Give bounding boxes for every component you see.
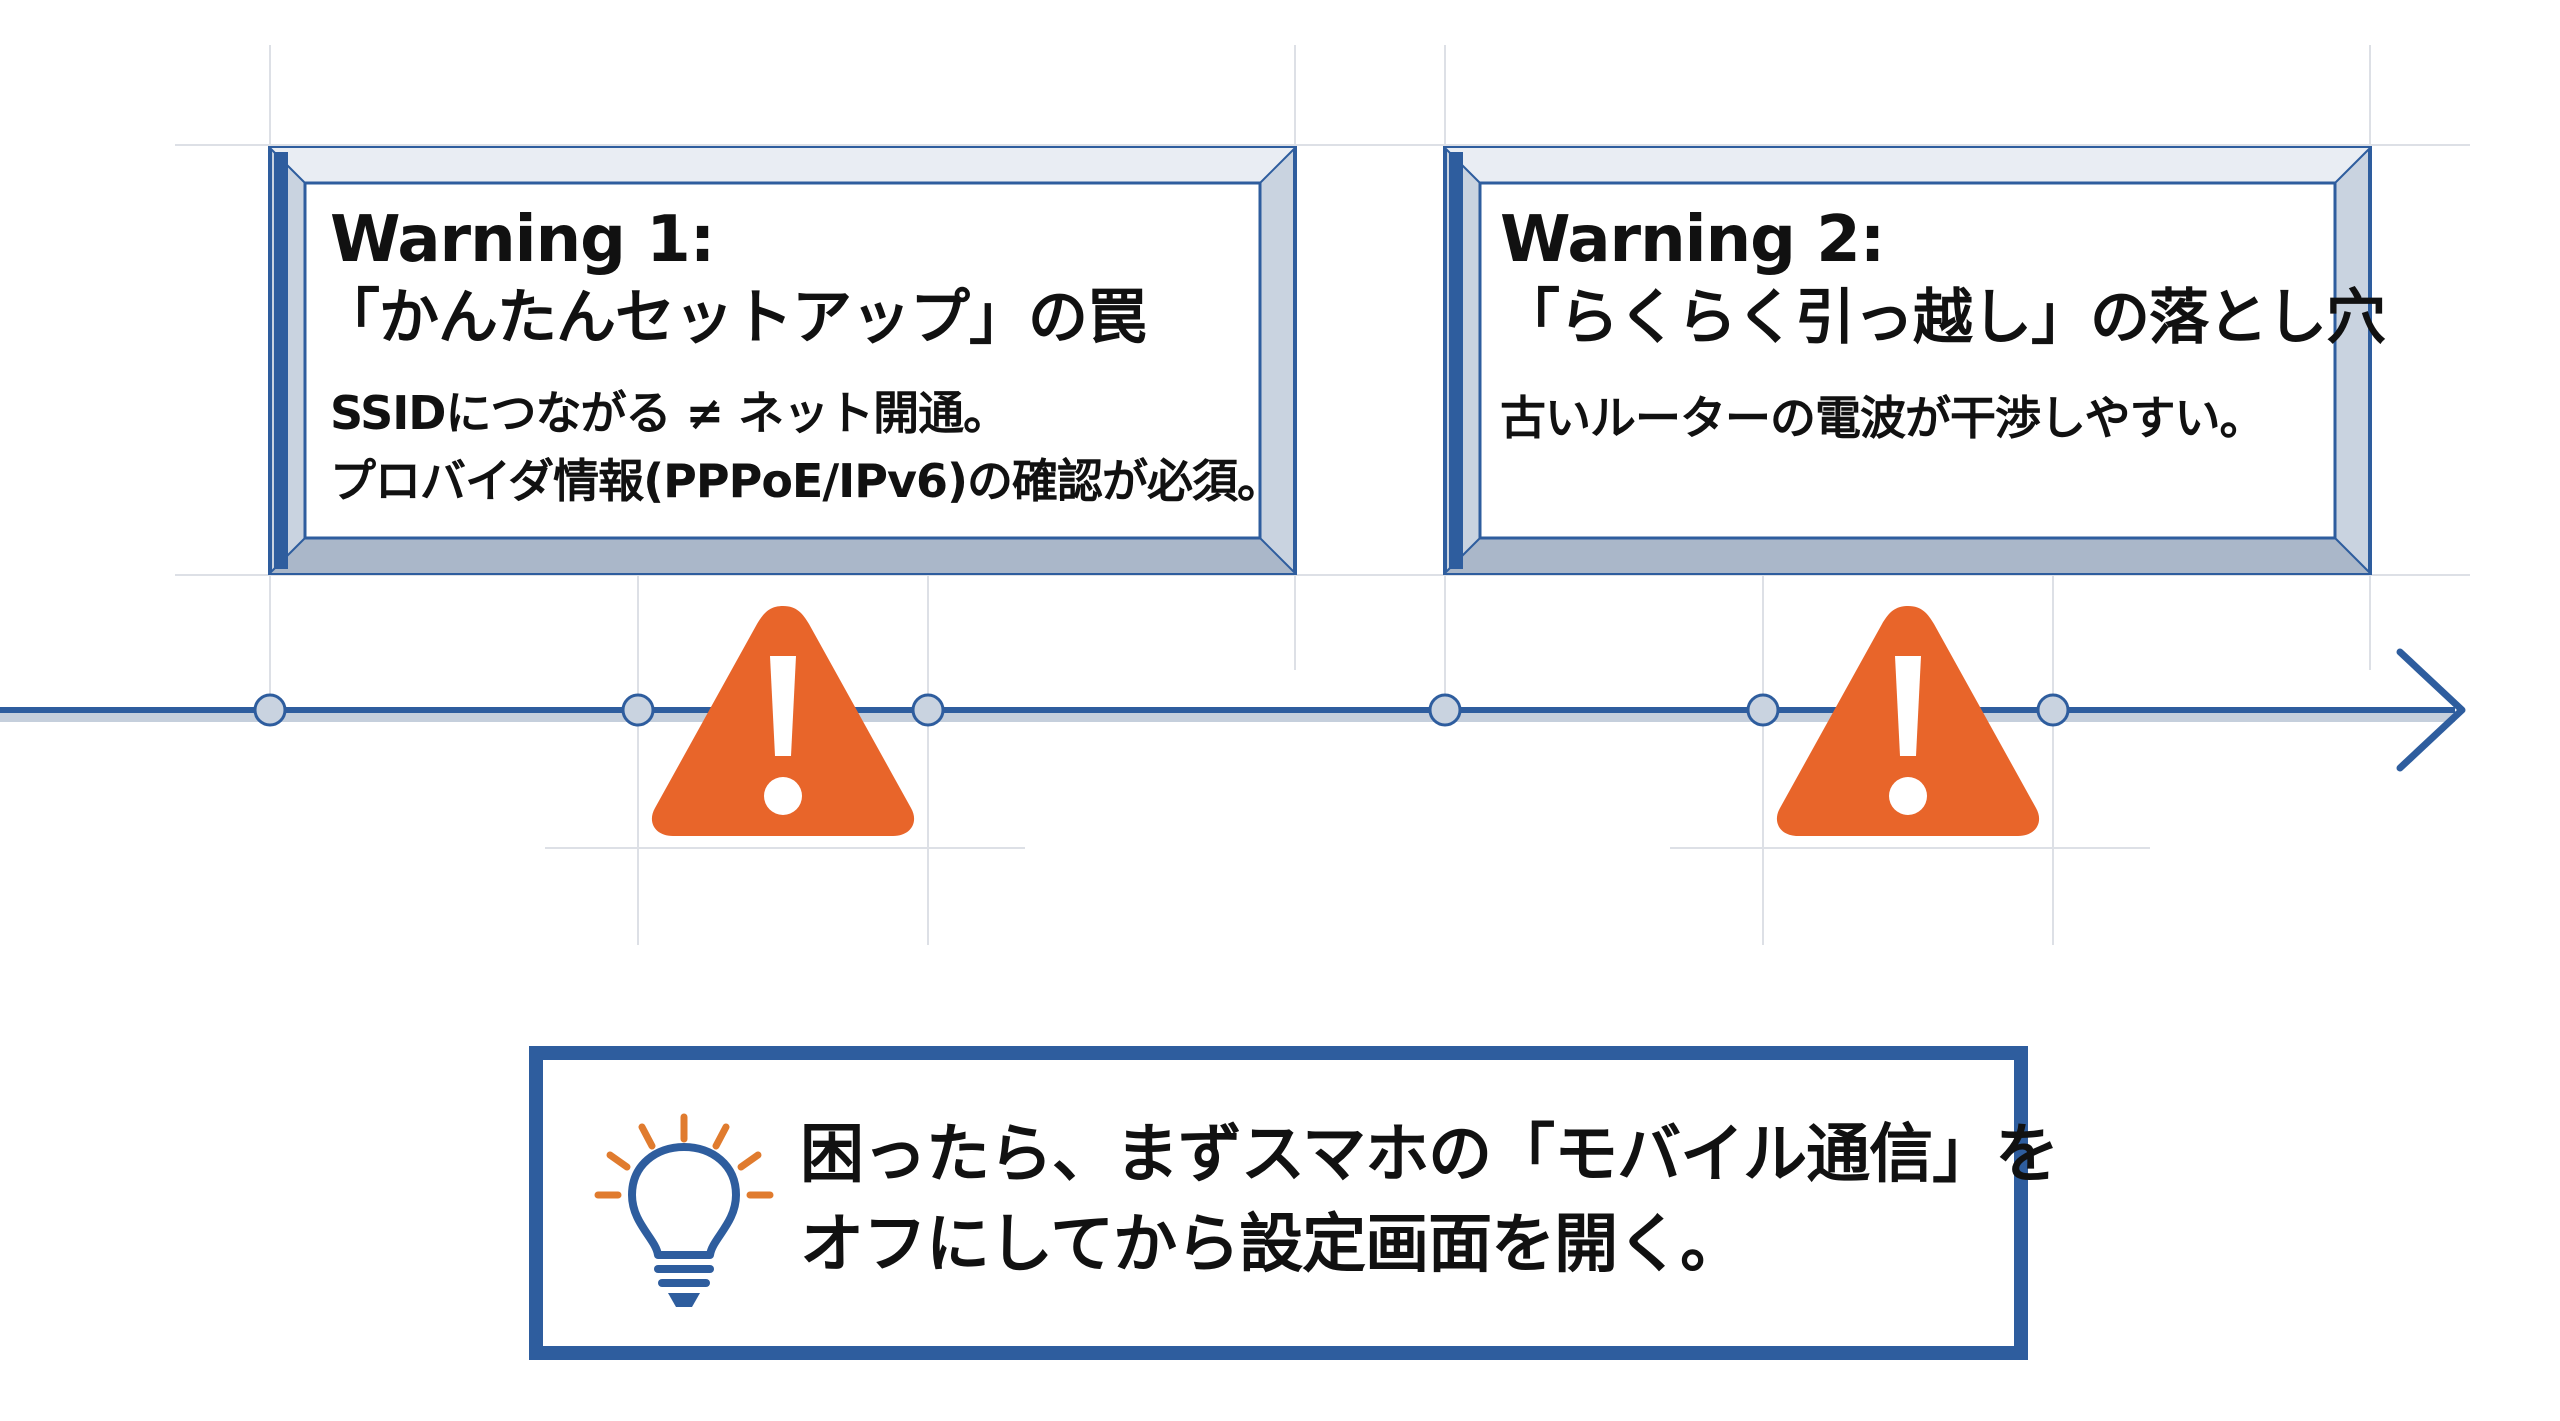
timeline-node [911, 693, 945, 727]
timeline-node [2036, 693, 2070, 727]
warning-1-line-1: SSIDにつながる ≠ ネット開通。 [330, 386, 1009, 440]
warning-triangle-icon [651, 606, 915, 836]
tip-line-1: 困ったら、まずスマホの「モバイル通信」を [800, 1118, 2059, 1192]
arrow-right-icon [2396, 648, 2466, 772]
tip-line-2: オフにしてから設定画面を開く。 [800, 1208, 1744, 1282]
warning-triangle-icon [1776, 606, 2040, 836]
warning-1-box [268, 146, 1297, 575]
warning-1-line-2: プロバイダ情報(PPPoE/IPv6)の確認が必須。 [330, 454, 1283, 508]
timeline-node [1746, 693, 1780, 727]
warning-1-subtitle: 「かんたんセットアップ」の罠 [320, 283, 1147, 353]
timeline-node [621, 693, 655, 727]
warning-2-accent-bar [1449, 152, 1463, 569]
timeline-node [1428, 693, 1462, 727]
timeline-node [253, 693, 287, 727]
timeline-nodes [253, 693, 2070, 727]
tip-box [529, 1046, 2028, 1360]
lightbulb-icon [594, 1113, 774, 1307]
warning-2-heading: Warning 2: [1500, 203, 1885, 277]
warning-2-box [1443, 146, 2372, 575]
warning-2-subtitle: 「らくらく引っ越し」の落とし穴 [1500, 283, 2386, 353]
timeline [0, 648, 2466, 772]
warning-1-heading: Warning 1: [330, 203, 715, 277]
warning-2-line-1: 古いルーターの電波が干渉しやすい。 [1500, 391, 2266, 445]
warning-1-accent-bar [274, 152, 288, 569]
